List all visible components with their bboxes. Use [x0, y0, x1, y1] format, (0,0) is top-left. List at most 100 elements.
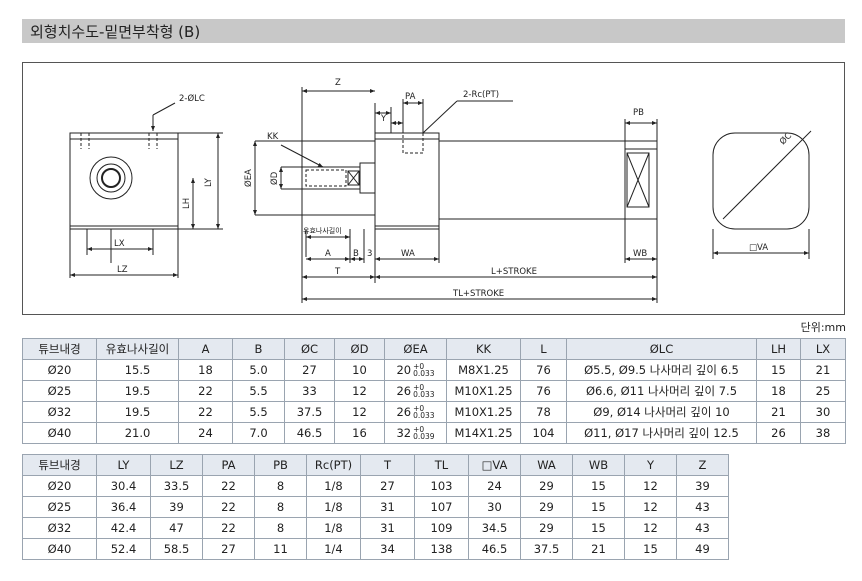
header-cell: Y [624, 454, 677, 476]
drawing-svg: 2-ØLC LY LH LX LZ KK ØEA ØD Z Y PA 2-Rc(… [69, 78, 812, 303]
label-rc: 2-Rc(PT) [463, 90, 499, 100]
table-cell: 15 [572, 517, 625, 539]
tolerance-lower: 0.033 [413, 369, 435, 379]
page-title: 외형치수도-밑면부착형 (B) [30, 23, 201, 41]
header-cell: Rc(PT) [306, 454, 361, 476]
header-cell: WA [520, 454, 573, 476]
label-lz: LZ [117, 265, 128, 275]
tolerance-upper: +0 [413, 362, 425, 372]
table-cell: 46.5 [468, 538, 521, 560]
header-cell: KK [446, 338, 521, 360]
label-ea: ØEA [243, 169, 254, 187]
cell-b: 5.0 [232, 359, 285, 381]
label-kk: KK [267, 132, 279, 142]
cell-lh: 15 [756, 359, 801, 381]
header-cell: LX [800, 338, 846, 360]
table-cell: 103 [414, 475, 469, 497]
label-three: 3 [367, 249, 372, 259]
label-wb: WB [633, 249, 647, 259]
table-cell: 39 [676, 475, 729, 497]
table-cell: 49 [676, 538, 729, 560]
cell-c: 27 [284, 359, 335, 381]
ea-value: 26 [396, 383, 412, 398]
front-view-body [69, 132, 179, 230]
label-l-stroke: L+STROKE [491, 267, 537, 277]
table-cell: 15 [572, 496, 625, 518]
cell-lx: 38 [800, 422, 846, 444]
table-cell: 107 [414, 496, 469, 518]
title-bar: 외형치수도-밑면부착형 (B) [22, 19, 845, 43]
cell-b: 7.0 [232, 422, 285, 444]
label-lh: LH [182, 198, 192, 209]
table-cell: 1/8 [306, 475, 361, 497]
cell-thread: 19.5 [96, 380, 179, 402]
ea-value: 32 [396, 425, 412, 440]
table-cell: Ø25 [22, 496, 97, 518]
cell-bore: Ø32 [22, 401, 97, 423]
label-z: Z [335, 78, 341, 88]
table-cell: 12 [624, 475, 677, 497]
header-cell: T [360, 454, 415, 476]
label-d: ØD [269, 171, 280, 185]
cell-a: 22 [178, 380, 233, 402]
ea-value: 20 [396, 362, 412, 377]
cell-bore: Ø20 [22, 359, 97, 381]
table-cell: 36.4 [96, 496, 151, 518]
tolerance-upper: +0 [413, 404, 425, 414]
table-cell: 39 [150, 496, 203, 518]
label-y: Y [380, 114, 387, 124]
header-cell: PA [202, 454, 255, 476]
cell-lc: Ø9, Ø14 나사머리 깊이 10 [566, 401, 757, 423]
table-cell: 138 [414, 538, 469, 560]
table-cell: 11 [254, 538, 307, 560]
dimension-drawing: 2-ØLC LY LH LX LZ KK ØEA ØD Z Y PA 2-Rc(… [22, 62, 845, 315]
cell-lh: 18 [756, 380, 801, 402]
table-cell: 37.5 [520, 538, 573, 560]
tolerance-lower: 0.033 [413, 390, 435, 400]
cell-d: 12 [334, 380, 385, 402]
header-cell: ØEA [384, 338, 447, 360]
header-cell: WB [572, 454, 625, 476]
side-view-mount [374, 132, 440, 230]
cell-kk: M8X1.25 [446, 359, 521, 381]
table-cell: 34.5 [468, 517, 521, 539]
label-va: □VA [749, 243, 768, 253]
table-cell: 15 [624, 538, 677, 560]
cell-thread: 19.5 [96, 401, 179, 423]
cell-c: 37.5 [284, 401, 335, 423]
cell-kk: M14X1.25 [446, 422, 521, 444]
table-cell: 109 [414, 517, 469, 539]
table-cell: 8 [254, 475, 307, 497]
table-cell: Ø20 [22, 475, 97, 497]
label-tl-stroke: TL+STROKE [452, 289, 504, 299]
cell-lc: Ø11, Ø17 나사머리 깊이 12.5 [566, 422, 757, 444]
cell-b: 5.5 [232, 380, 285, 402]
table-cell: 1/4 [306, 538, 361, 560]
table-cell: 30.4 [96, 475, 151, 497]
cell-lx: 25 [800, 380, 846, 402]
table-cell: 43 [676, 496, 729, 518]
tolerance-lower: 0.039 [413, 432, 435, 442]
tolerance-upper: +0 [413, 425, 425, 435]
cell-a: 24 [178, 422, 233, 444]
cell-bore: Ø25 [22, 380, 97, 402]
table-cell: 1/8 [306, 517, 361, 539]
label-lx: LX [114, 239, 125, 249]
table-cell: 22 [202, 496, 255, 518]
table-cell: Ø40 [22, 538, 97, 560]
header-cell: LY [96, 454, 151, 476]
cell-l: 104 [520, 422, 567, 444]
tolerance-lower: 0.033 [413, 411, 435, 421]
table-cell: 12 [624, 496, 677, 518]
